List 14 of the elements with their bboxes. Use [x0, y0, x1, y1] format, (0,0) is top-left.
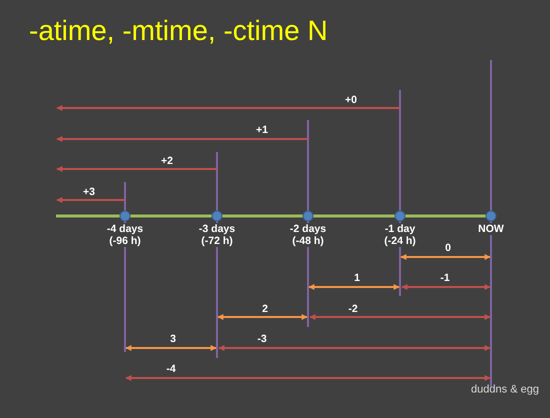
title: -atime, -mtime, -ctime N: [29, 15, 328, 48]
range-label: 2: [262, 303, 268, 315]
range-label: -1: [440, 272, 450, 284]
range-label: +2: [161, 155, 173, 167]
range-label: +0: [345, 94, 357, 106]
range-label: -4: [166, 363, 176, 375]
range-label: +3: [83, 186, 95, 198]
range-label: 1: [354, 272, 360, 284]
range-label: -3: [257, 333, 267, 345]
range-label: 0: [445, 242, 451, 254]
author-credit: duddns & egg: [471, 384, 539, 396]
range-label: 3: [170, 333, 176, 345]
range-label: +1: [256, 124, 268, 136]
range-label: -2: [348, 303, 358, 315]
